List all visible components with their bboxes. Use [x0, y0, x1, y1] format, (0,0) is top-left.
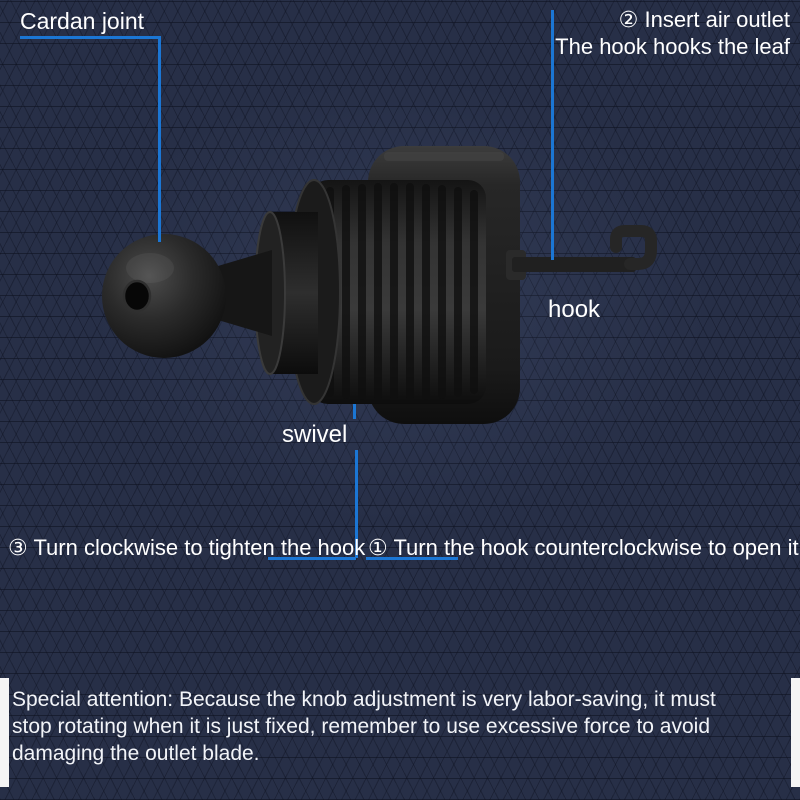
ball-stem [218, 250, 272, 336]
left-white-strip [0, 678, 9, 787]
insert-desc-line: The hook hooks the leaf [555, 34, 790, 59]
hook-label: hook [548, 296, 601, 323]
ball-socket-hole [122, 279, 152, 313]
swivel-callout-line [355, 450, 358, 558]
step3-instruction: ③ Turn clockwise to tighten the hook [8, 535, 366, 560]
cardan-callout-line [158, 36, 161, 242]
swivel-label: swivel [282, 421, 348, 448]
insert-air-outlet-label: ② Insert air outlet The hook hooks the l… [550, 6, 790, 60]
right-white-strip [791, 678, 800, 787]
insert-callout-line [551, 10, 554, 260]
step1-underline [366, 557, 458, 560]
cardan-callout-underline [20, 36, 161, 39]
ball-highlight [126, 253, 174, 283]
swivel-knob [254, 179, 486, 405]
hook-bar [512, 257, 636, 272]
swivel-callout-tick [353, 404, 356, 419]
note-line-3: damaging the outlet blade. [12, 742, 260, 765]
cardan-ball-joint [102, 234, 226, 358]
hook-arm [506, 225, 657, 280]
special-attention-note: Special attention: Because the knob adju… [12, 686, 788, 767]
plate-top-highlight [384, 152, 504, 161]
cardan-joint-label: Cardan joint [20, 8, 145, 34]
step3-underline [268, 557, 356, 560]
insert-step-line: ② Insert air outlet [618, 7, 790, 32]
note-line-1: Special attention: Because the knob adju… [12, 688, 716, 711]
hook-curl [610, 225, 657, 270]
note-line-2: stop rotating when it is just fixed, rem… [12, 715, 710, 738]
step1-instruction: ① Turn the hook counterclockwise to open… [368, 535, 799, 560]
